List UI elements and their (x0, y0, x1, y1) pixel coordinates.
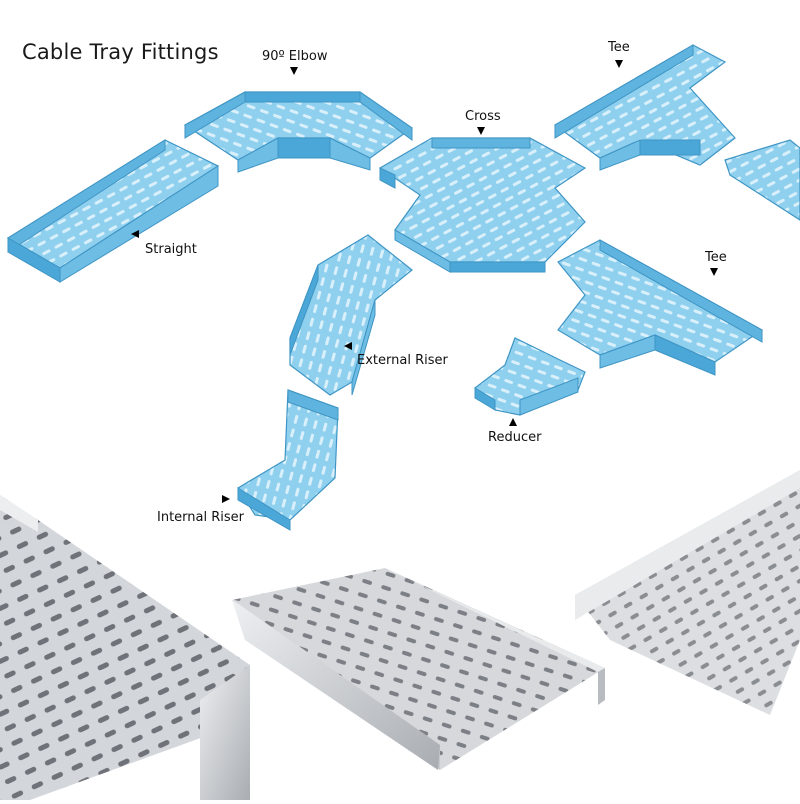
label-reducer: Reducer (488, 430, 542, 445)
label-cross: Cross (465, 109, 501, 124)
external-riser-tray (289, 234, 413, 396)
label-internal-riser: Internal Riser (157, 510, 244, 525)
arrow-left-icon (131, 230, 139, 238)
arrow-up-icon (509, 418, 517, 426)
elbow-tray (183, 91, 414, 173)
cross-tray (378, 137, 587, 273)
straight-tray (6, 139, 220, 283)
steel-tray-left (0, 495, 250, 800)
arrow-down-icon (615, 60, 623, 68)
reducer-tray (474, 337, 586, 416)
label-tee-top: Tee (608, 40, 630, 55)
label-external-riser: External Riser (357, 353, 448, 368)
tee-tray-right (557, 239, 764, 376)
steel-tray-middle (232, 568, 605, 770)
arrow-left-icon (344, 342, 352, 350)
internal-riser-tray (237, 389, 339, 531)
label-straight: Straight (145, 242, 197, 257)
arrow-right-icon (222, 495, 230, 503)
steel-tray-right (575, 470, 800, 715)
label-90-elbow: 90º Elbow (262, 49, 328, 64)
diagram-title: Cable Tray Fittings (22, 40, 219, 64)
label-tee-right: Tee (705, 250, 727, 265)
tee-tray-top (553, 44, 800, 221)
arrow-down-icon (710, 268, 718, 276)
arrow-down-icon (477, 127, 485, 135)
arrow-down-icon (290, 67, 298, 75)
